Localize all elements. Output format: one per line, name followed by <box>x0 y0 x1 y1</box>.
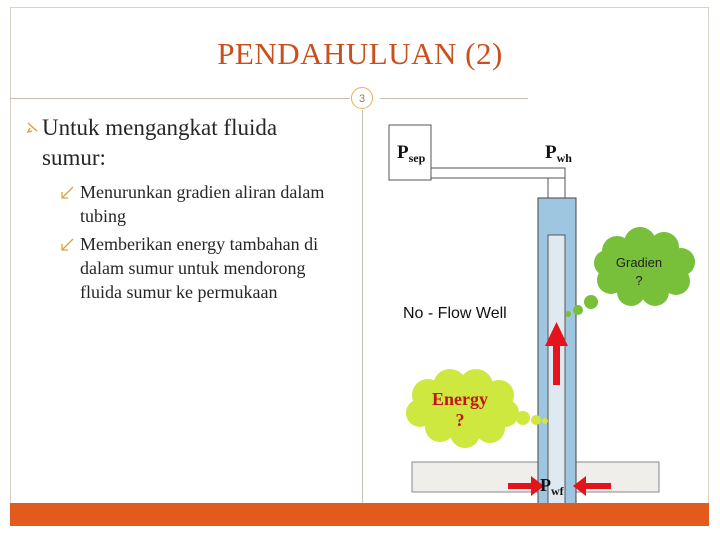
gradien-text: Gradien <box>615 255 663 270</box>
gradien-callout: Gradien ? <box>600 254 678 290</box>
energy-cloud <box>406 369 519 448</box>
arrow-bullet-icon <box>61 186 74 199</box>
pwh-sub: wh <box>556 151 572 165</box>
psep-sub: sep <box>408 151 426 165</box>
cloud-bubble <box>516 411 530 425</box>
pwf-sub: wf <box>551 484 564 498</box>
page-number: 3 <box>351 87 373 109</box>
column-divider <box>362 110 363 503</box>
cloud-bubble <box>573 305 583 315</box>
cloud-bubble <box>565 311 571 317</box>
gradien-question: ? <box>635 273 643 288</box>
pwf-main: P <box>540 475 551 495</box>
cloud-bubble <box>542 418 548 424</box>
pwh-main: P <box>545 142 557 163</box>
arrow-bullet-icon <box>61 238 74 251</box>
pwf-label: Pwf <box>540 475 564 499</box>
slide-title: PENDAHULUAN (2) <box>217 36 503 71</box>
upward-arrow <box>545 322 568 385</box>
flowline <box>430 167 566 179</box>
sub-bullet-text: Menurunkan gradien aliran dalam tubing <box>80 182 325 226</box>
sub-bullet-1: Menurunkan gradien aliran dalam tubing <box>61 180 350 228</box>
bottom-accent-bar <box>10 503 709 526</box>
psep-label: Psep <box>397 142 425 166</box>
energy-question: ? <box>455 410 465 430</box>
title-divider-left <box>10 98 350 99</box>
no-flow-well-label: No - Flow Well <box>403 305 507 322</box>
title-divider-right <box>380 98 528 99</box>
sub-bullet-2: Memberikan energy tambahan di dalam sumu… <box>61 232 350 304</box>
psep-main: P <box>397 142 409 163</box>
right-arrow <box>573 476 611 496</box>
energy-text: Energy <box>432 389 488 409</box>
main-bullet-text: Untuk mengangkat fluida sumur: <box>42 115 278 170</box>
gradien-cloud <box>594 227 695 306</box>
left-arrow <box>508 476 544 496</box>
wellhead <box>547 177 566 199</box>
cloud-bubble <box>531 415 541 425</box>
bullet-icon <box>27 122 38 133</box>
separator-box <box>388 124 432 181</box>
sub-bullet-text: Memberikan energy tambahan di dalam sumu… <box>80 234 319 302</box>
pwh-label: Pwh <box>545 142 572 166</box>
cloud-bubble <box>584 295 598 309</box>
main-bullet: Untuk mengangkat fluida sumur: <box>27 113 342 173</box>
energy-callout: Energy ? <box>414 389 506 431</box>
